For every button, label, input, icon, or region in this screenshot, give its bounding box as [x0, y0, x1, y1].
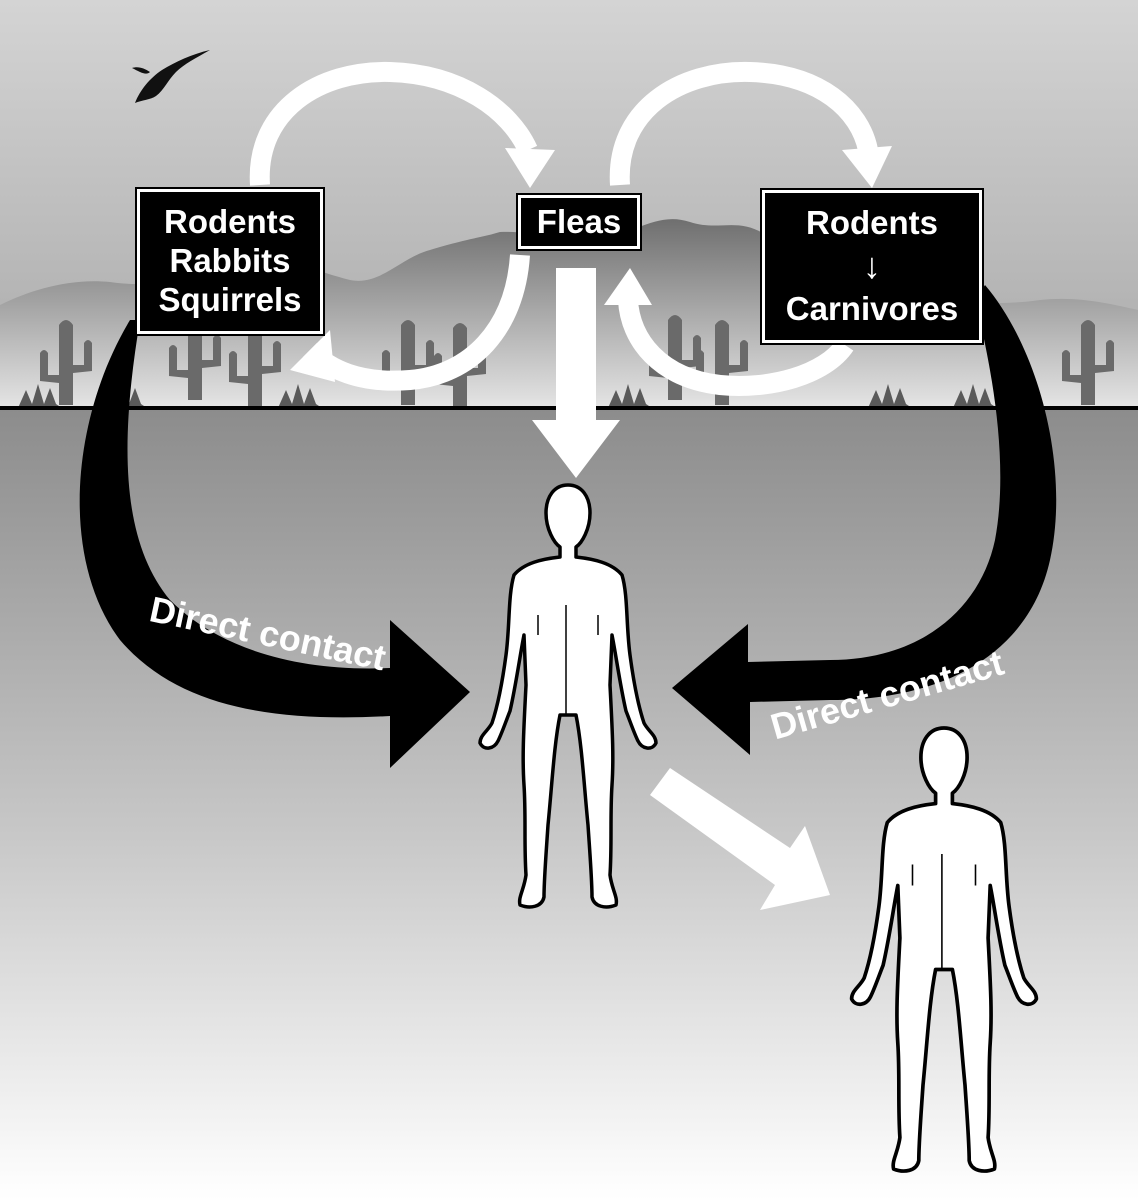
human-to-human-arrow: [650, 768, 830, 910]
fleas-box: Fleas: [516, 193, 642, 251]
right-direct-contact-arrow: [672, 285, 1057, 755]
left-direct-contact-arrow: [79, 320, 470, 768]
host-label: Rodents: [806, 204, 938, 242]
cycle-arrowhead: [604, 268, 652, 305]
host-label: Squirrels: [158, 280, 302, 318]
transmission-cycle-right: [609, 61, 878, 396]
transmission-cycle-left: [249, 61, 538, 391]
host-label: Carnivores: [785, 289, 959, 327]
cycle-arrowhead: [505, 148, 555, 188]
cycle-arrowhead: [290, 330, 335, 382]
wild-hosts-box: Rodents Rabbits Squirrels: [135, 187, 325, 336]
secondary-hosts-box: Rodents ↓ Carnivores: [760, 188, 984, 345]
host-label: Rabbits: [169, 242, 291, 280]
down-arrow-icon: ↓: [863, 245, 881, 287]
fleas-to-human-arrow: [532, 268, 620, 478]
vector-label: Fleas: [536, 202, 622, 240]
host-label: Rodents: [164, 203, 296, 241]
cycle-arrowhead: [842, 146, 892, 188]
bird-icon: [132, 50, 210, 103]
